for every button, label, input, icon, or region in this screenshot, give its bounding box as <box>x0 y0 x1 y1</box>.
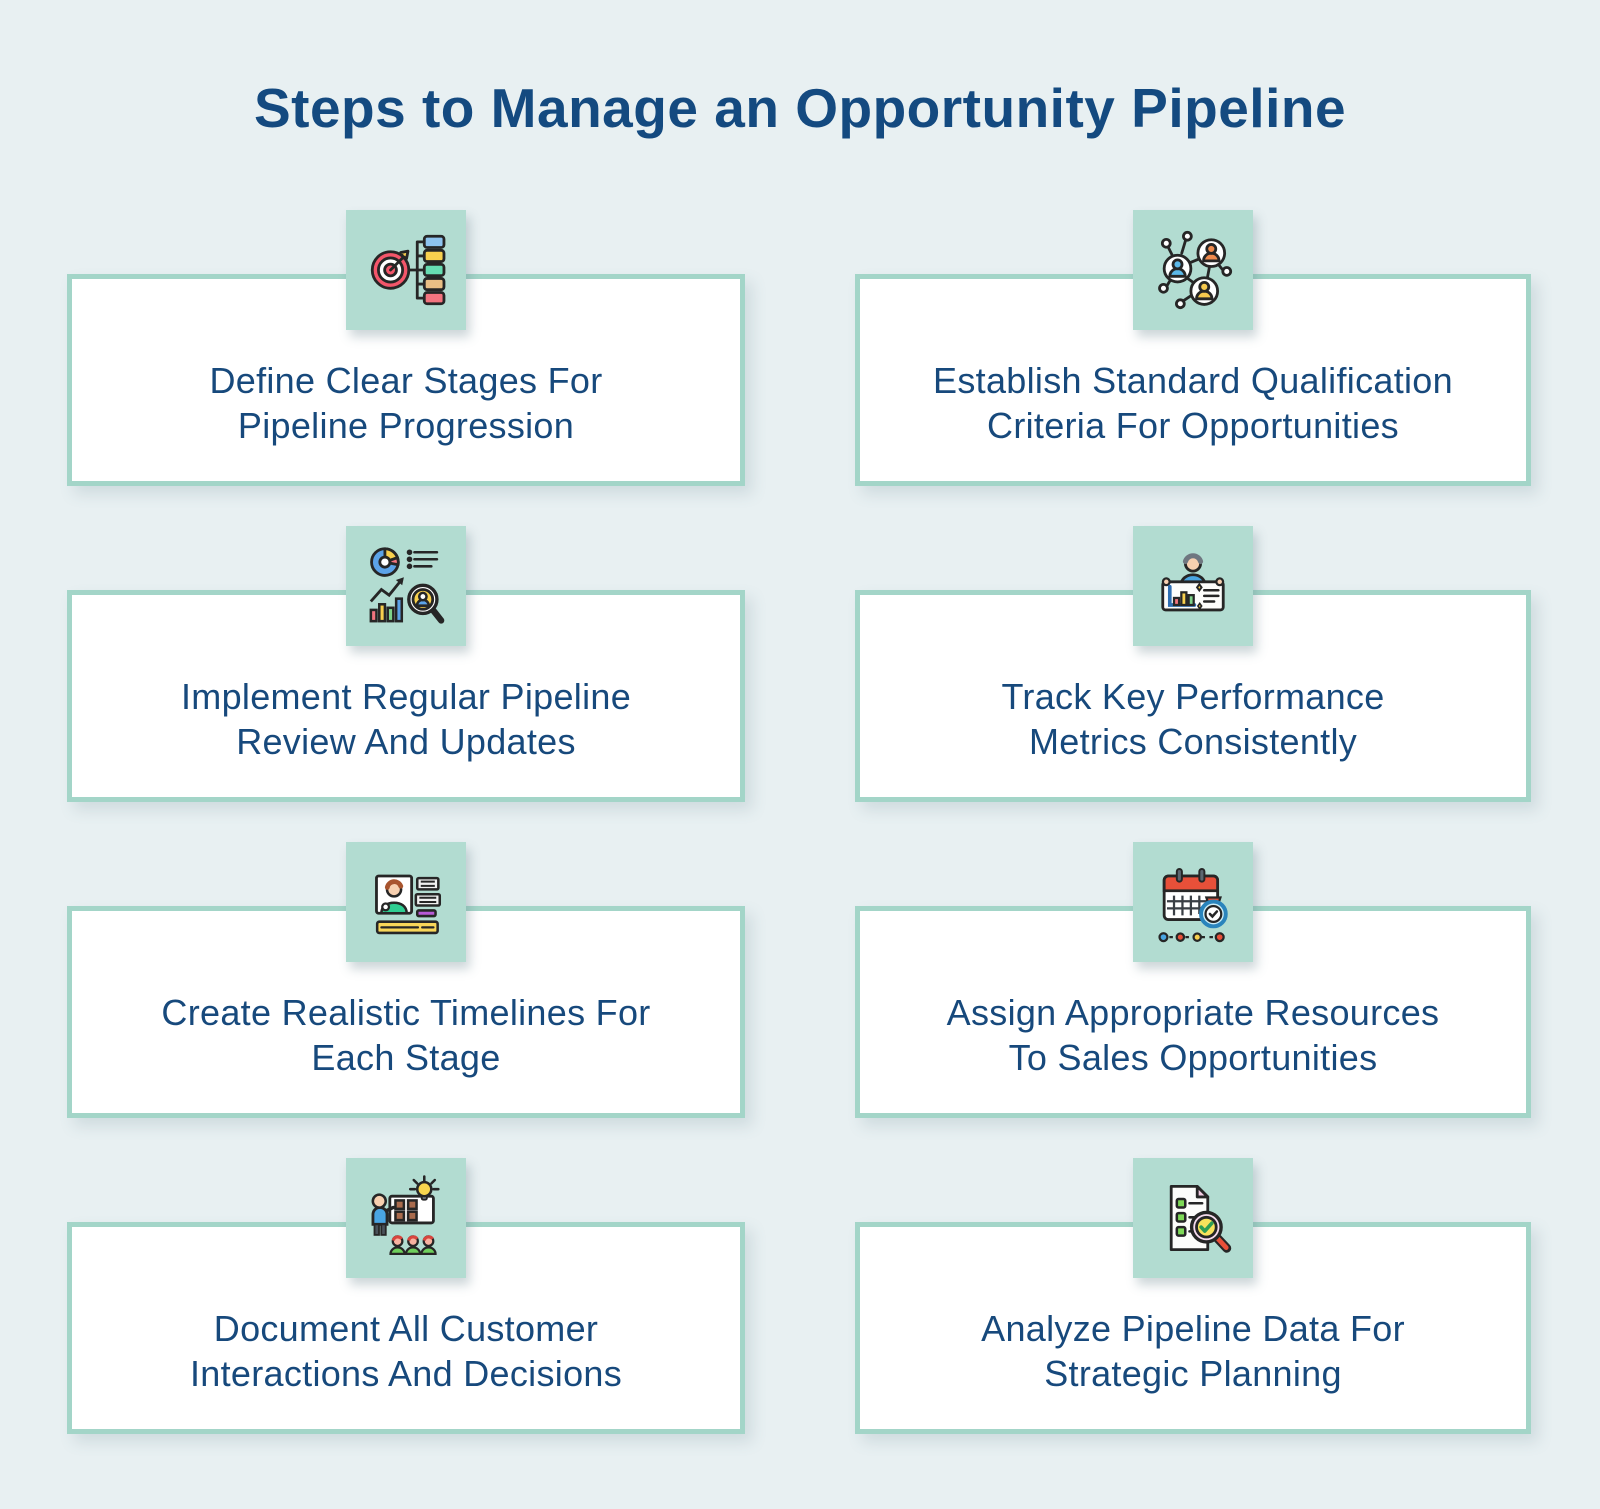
analytics-review-icon <box>361 541 451 631</box>
icon-tile <box>1133 842 1253 962</box>
icon-tile <box>346 1158 466 1278</box>
step-cell-1: Define Clear Stages For Pipeline Progres… <box>67 210 745 486</box>
step-cell-4: Track Key Performance Metrics Consistent… <box>855 526 1531 802</box>
steps-grid: Define Clear Stages For Pipeline Progres… <box>67 210 1531 1434</box>
step-line-2: Strategic Planning <box>1044 1353 1342 1394</box>
step-line-1: Create Realistic Timelines For <box>161 992 651 1033</box>
step-text: Define Clear Stages For Pipeline Progres… <box>209 358 602 448</box>
step-line-1: Track Key Performance <box>1001 676 1385 717</box>
step-line-2: To Sales Opportunities <box>1008 1037 1378 1078</box>
step-line-2: Each Stage <box>311 1037 501 1078</box>
metrics-presenter-icon <box>1148 541 1238 631</box>
step-text: Document All Customer Interactions And D… <box>190 1306 622 1396</box>
step-text: Analyze Pipeline Data For Strategic Plan… <box>981 1306 1405 1396</box>
icon-tile <box>1133 526 1253 646</box>
target-flowchart-icon <box>361 225 451 315</box>
step-line-1: Implement Regular Pipeline <box>180 676 632 717</box>
step-cell-5: Create Realistic Timelines For Each Stag… <box>67 842 745 1118</box>
step-text: Implement Regular Pipeline Review And Up… <box>181 674 631 764</box>
team-presentation-icon <box>361 1173 451 1263</box>
step-line-2: Pipeline Progression <box>237 405 575 446</box>
step-cell-2: Establish Standard Qualification Criteri… <box>855 210 1531 486</box>
step-line-1: Establish Standard Qualification <box>933 360 1453 401</box>
step-line-2: Criteria For Opportunities <box>987 405 1399 446</box>
step-line-1: Define Clear Stages For <box>209 360 603 401</box>
icon-tile <box>1133 210 1253 330</box>
step-line-2: Metrics Consistently <box>1028 721 1358 762</box>
profile-timeline-icon <box>361 857 451 947</box>
step-cell-8: Analyze Pipeline Data For Strategic Plan… <box>855 1158 1531 1434</box>
step-card: Assign Appropriate Resources To Sales Op… <box>855 906 1531 1118</box>
people-network-icon <box>1148 225 1238 315</box>
step-cell-7: Document All Customer Interactions And D… <box>67 1158 745 1434</box>
document-analysis-icon <box>1148 1173 1238 1263</box>
step-line-1: Assign Appropriate Resources <box>946 992 1440 1033</box>
step-cell-3: Implement Regular Pipeline Review And Up… <box>67 526 745 802</box>
icon-tile <box>346 210 466 330</box>
step-text: Track Key Performance Metrics Consistent… <box>1001 674 1384 764</box>
step-line-2: Review And Updates <box>236 721 576 762</box>
step-cell-6: Assign Appropriate Resources To Sales Op… <box>855 842 1531 1118</box>
page-title: Steps to Manage an Opportunity Pipeline <box>253 77 1347 139</box>
icon-tile <box>346 526 466 646</box>
icon-tile <box>346 842 466 962</box>
step-text: Establish Standard Qualification Criteri… <box>933 358 1453 448</box>
icon-tile <box>1133 1158 1253 1278</box>
step-line-1: Document All Customer <box>213 1308 599 1349</box>
step-line-1: Analyze Pipeline Data For <box>981 1308 1405 1349</box>
step-line-2: Interactions And Decisions <box>189 1353 623 1394</box>
calendar-clock-icon <box>1148 857 1238 947</box>
step-text: Assign Appropriate Resources To Sales Op… <box>947 990 1440 1080</box>
step-text: Create Realistic Timelines For Each Stag… <box>161 990 650 1080</box>
